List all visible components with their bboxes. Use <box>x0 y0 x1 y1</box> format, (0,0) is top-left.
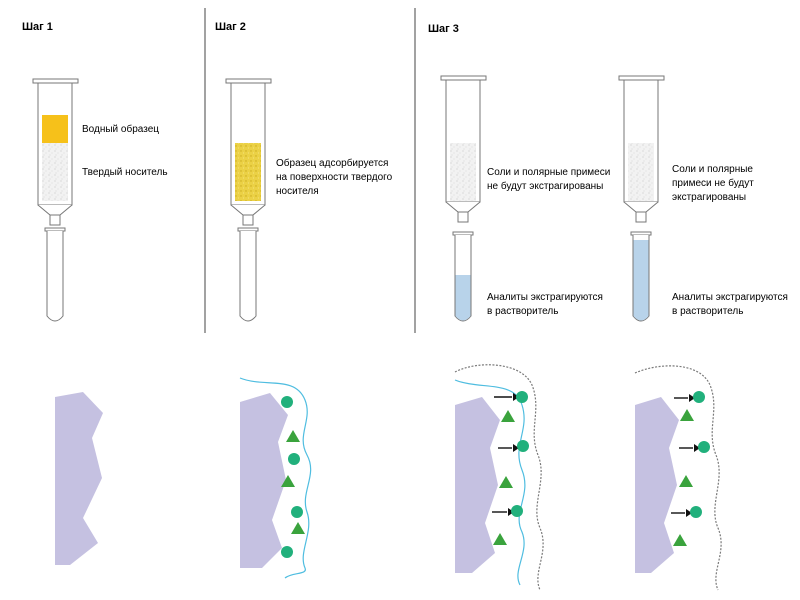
cartridge-2 <box>225 78 272 322</box>
circle-marker <box>698 441 710 453</box>
sample-layer <box>42 115 68 143</box>
label-salts-4-3: экстрагированы <box>672 192 746 203</box>
label-analytes-1: Аналиты экстрагируются <box>487 292 603 303</box>
triangle-marker <box>679 475 693 487</box>
support-layer <box>42 143 68 201</box>
solvent-boundary <box>454 364 544 591</box>
step-2-title: Шаг 2 <box>215 21 246 33</box>
circle-marker <box>517 440 529 452</box>
label-solid-support: Твердый носитель <box>82 167 168 178</box>
step-3-title: Шаг 3 <box>428 23 459 35</box>
triangle-marker <box>286 430 300 442</box>
label-salts-4-2: примеси не будут <box>672 177 754 189</box>
triangle-marker <box>291 522 305 534</box>
arrow-icon <box>694 444 700 452</box>
label-aqueous-sample: Водный образец <box>82 123 159 135</box>
arrow-icon <box>689 394 695 402</box>
label-adsorbed-1: Образец адсорбируется <box>276 157 388 169</box>
label-analytes-2: в растворитель <box>487 306 558 317</box>
label-analytes-4-1: Аналиты экстрагируются <box>672 292 788 303</box>
triangle-marker <box>493 533 507 545</box>
triangle-marker <box>680 409 694 421</box>
circle-marker <box>516 391 528 403</box>
cartridge-4 <box>618 75 665 322</box>
label-adsorbed-3: носителя <box>276 186 319 197</box>
label-analytes-4-2: в растворитель <box>672 306 743 317</box>
support-particle <box>240 393 288 568</box>
sample-liquid-line <box>239 377 312 579</box>
label-adsorbed-2: на поверхности твердого <box>276 172 393 183</box>
triangle-marker <box>281 475 295 487</box>
circle-marker <box>281 396 293 408</box>
triangle-marker <box>499 476 513 488</box>
arrow-icon <box>686 509 692 517</box>
circle-marker <box>693 391 705 403</box>
circle-marker <box>511 505 523 517</box>
label-salts-4-1: Соли и полярные <box>672 164 753 175</box>
circle-marker <box>281 546 293 558</box>
circle-marker <box>690 506 702 518</box>
step-1-title: Шаг 1 <box>22 21 53 33</box>
support-layer <box>628 143 654 201</box>
cartridge-3 <box>440 75 487 322</box>
arrow-icon <box>513 444 519 452</box>
cartridge-1 <box>32 78 79 322</box>
label-salts-2: не будут экстрагированы <box>487 180 603 192</box>
solvent-layer <box>633 240 649 321</box>
triangle-marker <box>673 534 687 546</box>
arrow-icon <box>508 508 514 516</box>
solvent-layer <box>455 275 471 321</box>
sample-liquid-line <box>454 379 526 586</box>
circle-marker <box>291 506 303 518</box>
support-particle <box>635 397 679 573</box>
adsorbed-layer <box>235 143 261 201</box>
support-particle <box>55 392 103 565</box>
triangle-marker <box>501 410 515 422</box>
solvent-boundary <box>634 365 722 591</box>
support-particle <box>455 397 500 573</box>
circle-marker <box>288 453 300 465</box>
label-salts-1: Соли и полярные примеси <box>487 167 610 178</box>
support-layer <box>450 143 476 201</box>
